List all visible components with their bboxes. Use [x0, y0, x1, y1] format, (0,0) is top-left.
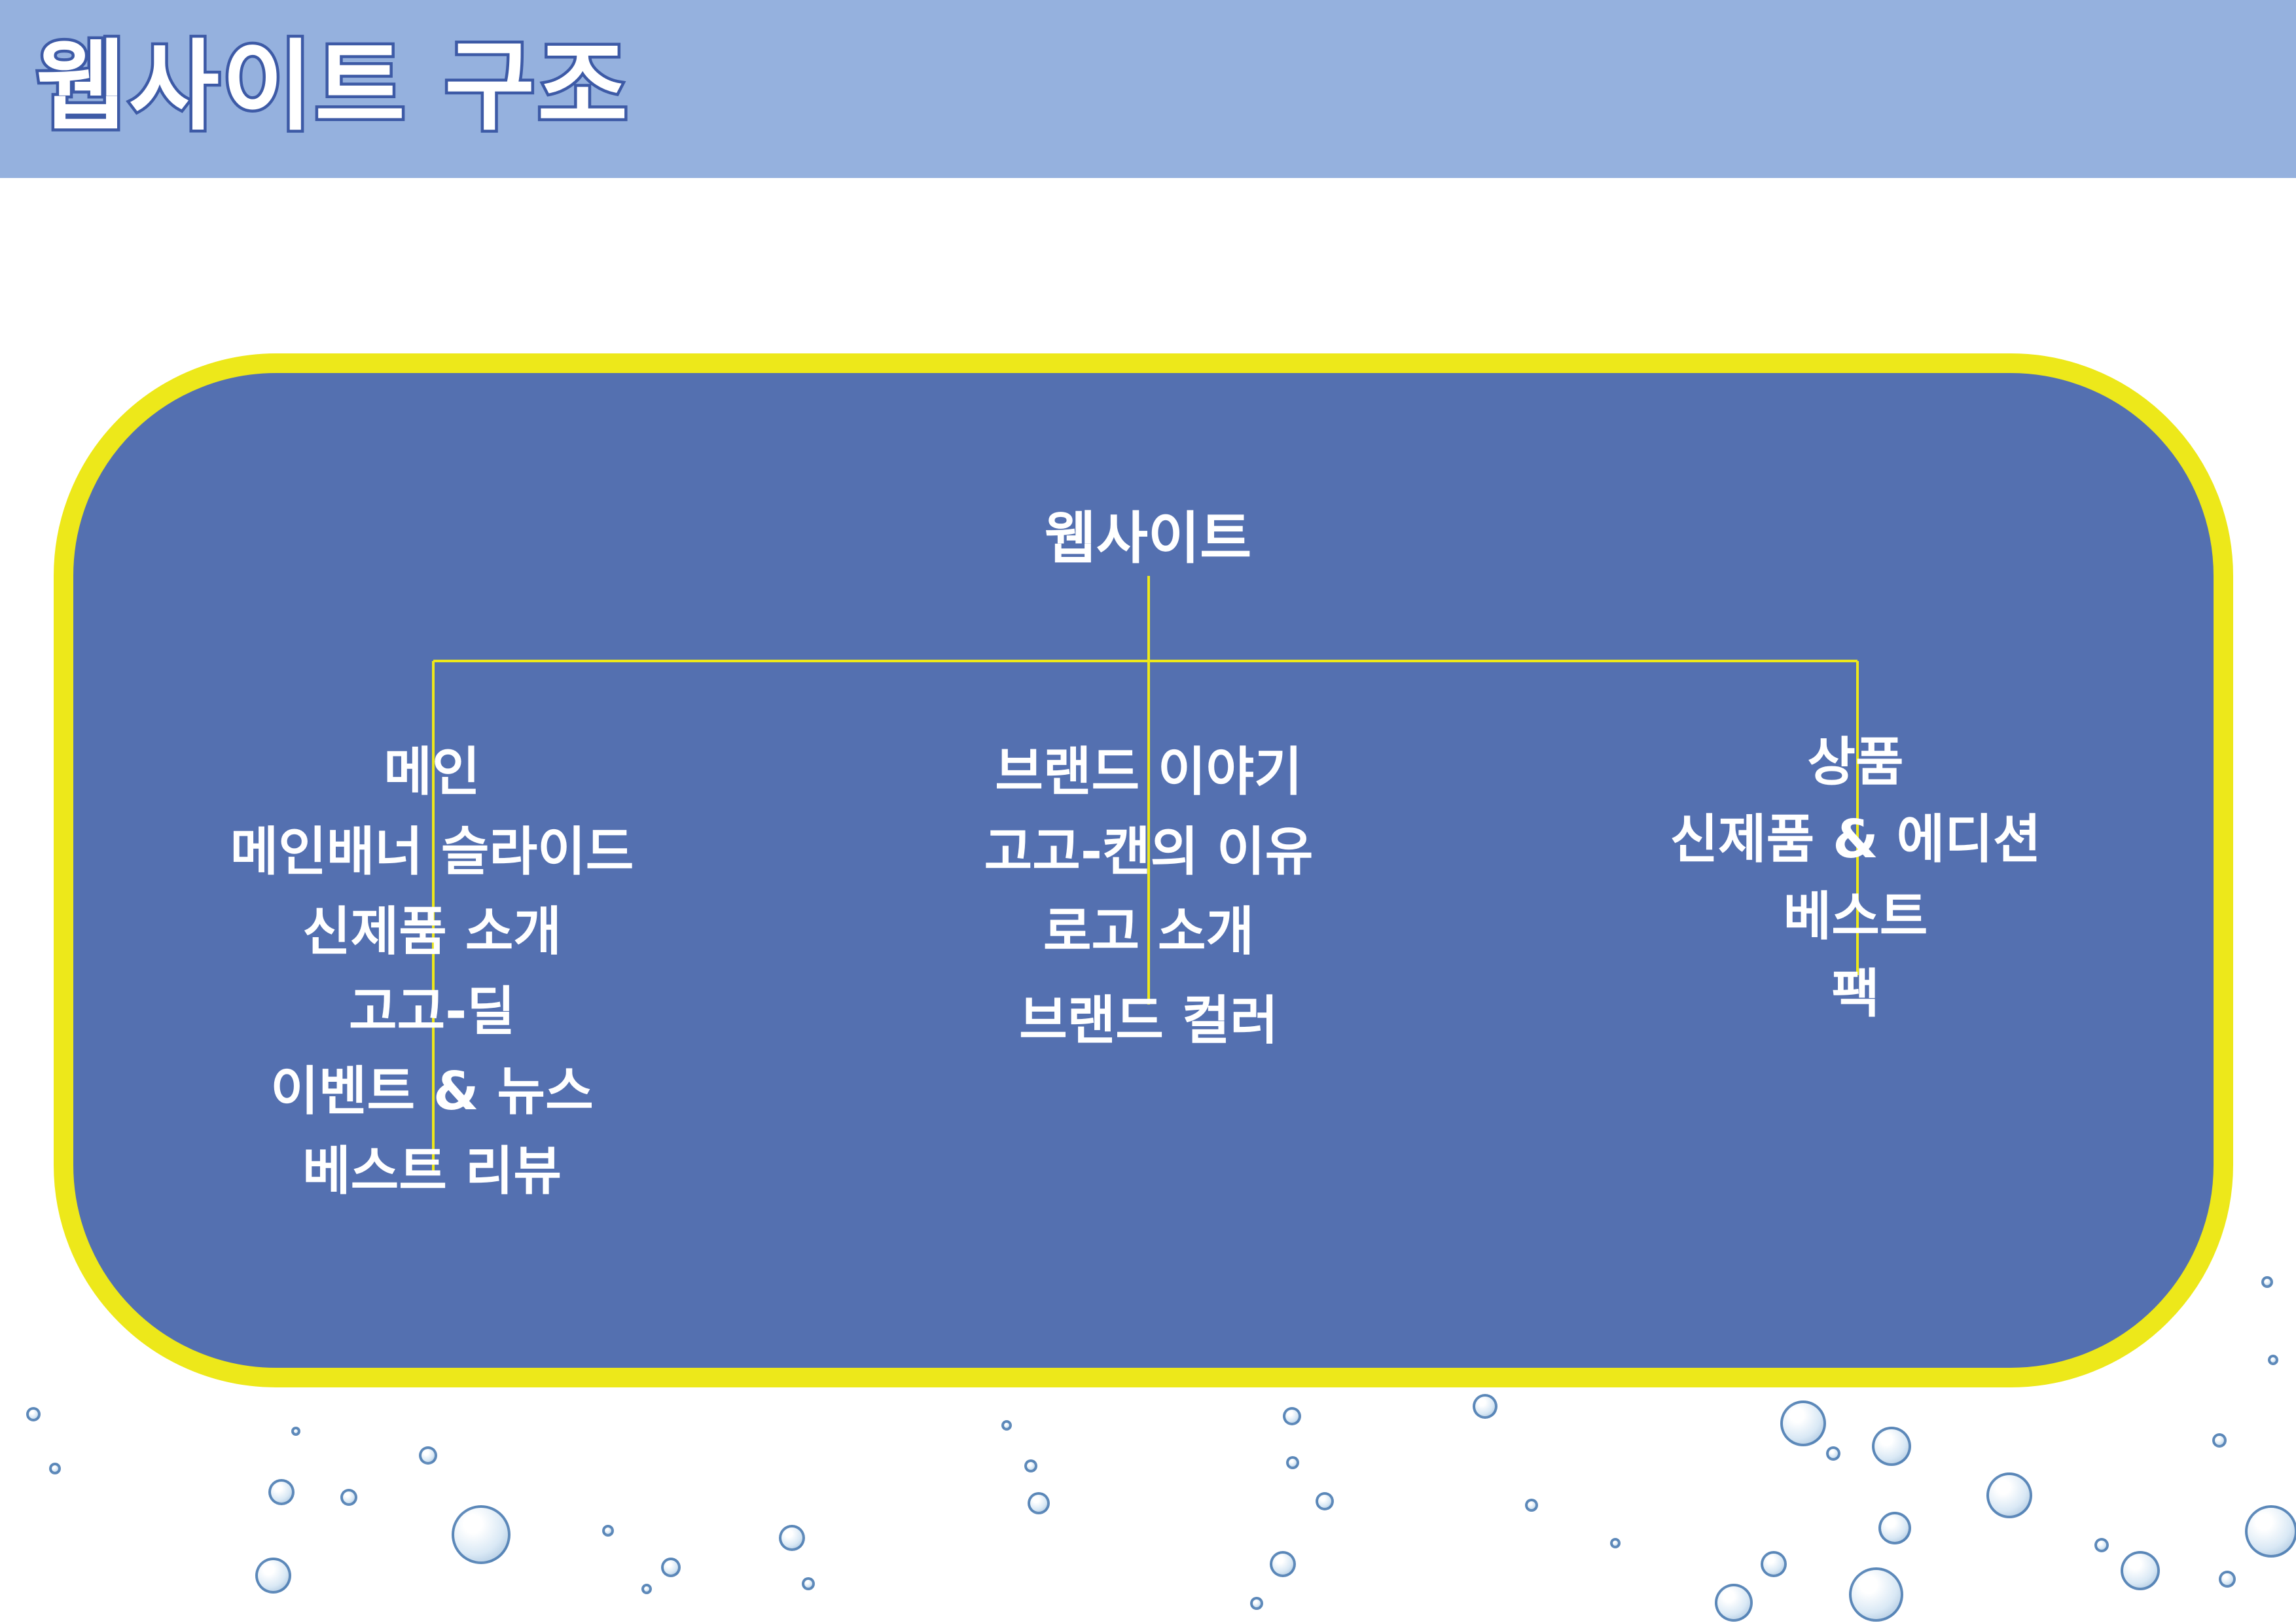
page-title: 웹사이트 구조 [33, 30, 631, 144]
brand-item-logo: 로고 소개 [1043, 901, 1255, 962]
bubble-icon [1250, 1597, 1263, 1610]
brand-item-story: 브랜드 이야기 [995, 741, 1302, 802]
bubble-icon [1270, 1551, 1296, 1577]
main-item-new-product: 신제품 소개 [302, 901, 562, 962]
main-item-event-news: 이벤트 & 뉴스 [270, 1061, 594, 1122]
bubble-icon [2261, 1276, 2273, 1288]
bubble-icon [1849, 1567, 1903, 1622]
bubble-icon [340, 1489, 357, 1506]
bubble-icon [1001, 1420, 1012, 1431]
bubble-icon [2094, 1538, 2109, 1552]
bubble-icon [291, 1427, 300, 1436]
bubble-icon [661, 1558, 681, 1577]
product-item-new-edition: 신제품 & 에디션 [1670, 809, 2041, 870]
bubble-icon [268, 1479, 295, 1505]
main-item-gogo-deal: 고고-딜 [348, 981, 515, 1042]
bubble-icon [49, 1463, 61, 1474]
bubble-icon [255, 1558, 291, 1594]
main-item-banner-slide: 메인배너 슬라이드 [230, 821, 634, 882]
bubble-icon [1286, 1456, 1299, 1469]
main-item-best-review: 베스트 리뷰 [302, 1141, 562, 1202]
bubble-icon [1610, 1538, 1621, 1548]
header-bar: 웹사이트 구조 [0, 0, 2296, 178]
bubble-icon [2245, 1505, 2296, 1558]
bubble-icon [419, 1446, 437, 1465]
bubble-icon [2219, 1571, 2236, 1588]
bubble-icon [2268, 1355, 2278, 1365]
product-item-best: 베스트 [1783, 886, 1928, 947]
bubble-icon [1028, 1492, 1050, 1514]
root-node: 웹사이트 [1044, 506, 1252, 571]
bubble-icon [1878, 1512, 1911, 1544]
main-item-main: 메인 [384, 741, 480, 802]
brand-item-reason: 고고-캔의 이유 [984, 821, 1314, 882]
bubble-icon [641, 1584, 652, 1594]
bubble-icon [2212, 1433, 2227, 1448]
bubble-icon [1761, 1551, 1787, 1577]
bubble-icon [779, 1525, 805, 1551]
bubble-icon [26, 1407, 41, 1421]
bubble-icon [1780, 1400, 1826, 1446]
brand-item-color: 브랜드 컬러 [1019, 990, 1278, 1051]
diagram-panel [54, 353, 2233, 1387]
bubble-icon [1986, 1472, 2032, 1518]
bubble-icon [452, 1505, 511, 1564]
bubble-icon [1316, 1492, 1334, 1510]
bubble-icon [1024, 1459, 1037, 1472]
bubble-icon [1826, 1446, 1840, 1461]
bubble-icon [1715, 1584, 1753, 1622]
bubble-icon [2121, 1551, 2160, 1590]
bubble-icon [1473, 1394, 1498, 1419]
bubble-icon [1525, 1499, 1538, 1512]
product-item-pack: 팩 [1831, 963, 1880, 1024]
bubble-icon [802, 1577, 815, 1590]
bubble-icon [1872, 1427, 1911, 1466]
bubble-icon [1283, 1407, 1301, 1425]
product-item-products: 상품 [1807, 732, 1904, 793]
bubble-icon [602, 1525, 614, 1537]
